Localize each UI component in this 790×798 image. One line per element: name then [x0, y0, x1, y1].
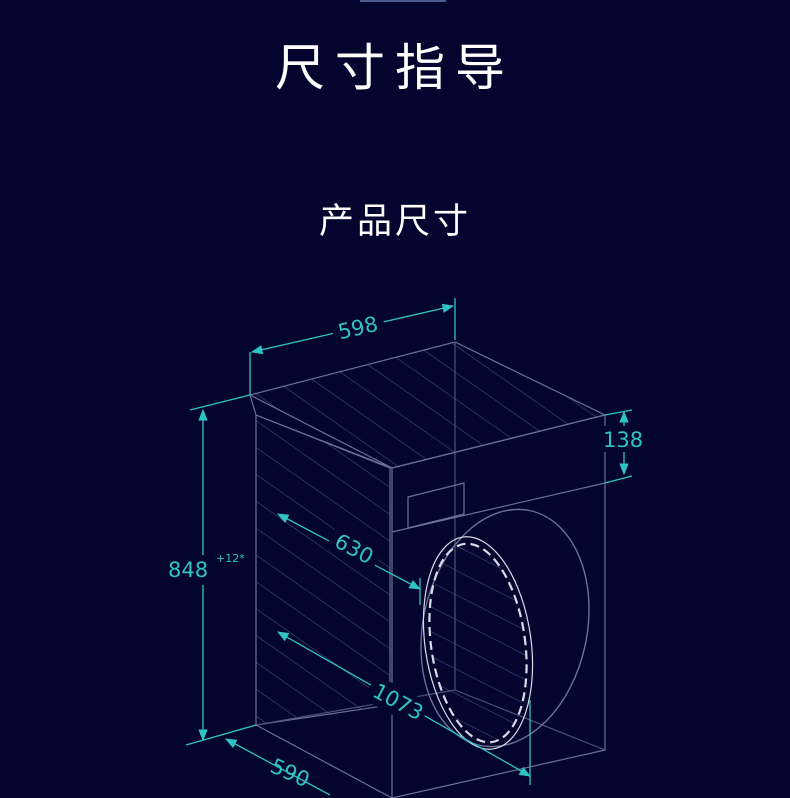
depth-dimension-line: [224, 738, 331, 796]
door-depth-label: 1073: [369, 679, 427, 725]
top-divider: [360, 0, 446, 2]
height-tolerance-label: +12*: [216, 552, 245, 565]
top-panel-label: 138: [603, 428, 643, 452]
section-subtitle: 产品尺寸: [318, 202, 471, 242]
page-title: 尺寸指导: [275, 39, 515, 97]
height-label: 848: [168, 558, 208, 582]
washer-door: [420, 508, 590, 750]
washer-body: [248, 341, 607, 798]
depth-label: 590: [267, 754, 313, 792]
